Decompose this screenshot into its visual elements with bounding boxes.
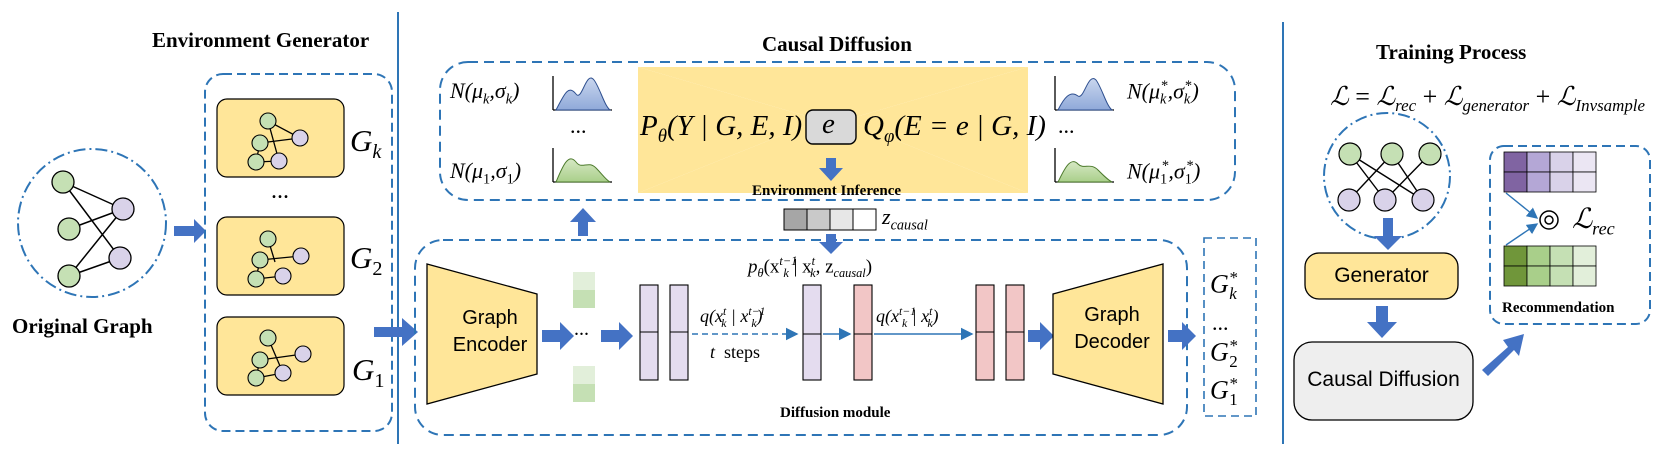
z-causal-bar (783, 208, 877, 231)
original-graph-label: Original Graph (12, 314, 153, 338)
arrow-icon (1028, 322, 1054, 350)
graph-decoder-shape (1052, 263, 1164, 405)
arrow-icon (601, 322, 633, 350)
output-graph-2: G*2 (1210, 336, 1238, 371)
generator-box (1304, 252, 1459, 300)
noisy-columns-1 (639, 284, 689, 381)
e-label: e (822, 108, 835, 140)
output-graphs-box (1203, 237, 1257, 417)
graph-node (57, 217, 81, 241)
graph-label-2: G2 (350, 240, 383, 281)
dot-product-icon (1539, 210, 1559, 230)
p-reverse-label: pθ(xt−1k | xtk, zcausal) (748, 254, 873, 281)
recommendation-label: Recommendation (1502, 300, 1615, 316)
latent-dots: ... (574, 318, 589, 340)
arrow-icon (1168, 322, 1196, 350)
output-dots: ... (1212, 310, 1229, 335)
noisy-column-2 (802, 284, 822, 381)
arrow-icon (819, 234, 843, 254)
denoised-columns-2 (975, 284, 1025, 381)
q-forward-label-1: q(xtk | xt−1k) (700, 305, 766, 330)
env-inference-label: Environment Inference (752, 183, 902, 199)
item-embedding-matrix (1503, 245, 1597, 287)
env-generator-box (204, 73, 393, 432)
diffusion-module-box (414, 239, 1188, 436)
generator-label: Generator (1334, 264, 1429, 287)
denoised-column-1 (853, 284, 873, 381)
t-steps-label: t steps (710, 342, 761, 362)
arrow-icon (1374, 218, 1402, 250)
output-graph-1: G*1 (1210, 374, 1238, 409)
env-generator-title: Environment Generator (152, 28, 370, 52)
dist-label-left-top: N(μk,σk) (450, 78, 520, 108)
dot-arrow (1505, 192, 1539, 219)
graph-node (57, 264, 81, 288)
graph-node (108, 246, 132, 270)
recommendation-box (1489, 145, 1651, 325)
training-graph (1323, 112, 1451, 240)
dist-label-right-top: N(μk*,σk*) (1127, 78, 1199, 108)
dist-dots-right: ... (1058, 113, 1075, 138)
dist-plot-left-bottom (552, 148, 612, 183)
arrow-icon (570, 208, 596, 236)
env-graph-k (216, 98, 345, 178)
latent-column (573, 272, 595, 402)
arrow-icon (1482, 334, 1524, 376)
graph-label-k: Gk (350, 123, 382, 164)
loss-equation: ℒ = ℒrec + ℒgenerator + ℒInvsample (1330, 82, 1645, 116)
env-graph-1 (216, 316, 345, 396)
graph-node (51, 170, 75, 194)
dot-arrow (1505, 223, 1539, 246)
arrow-icon (542, 322, 574, 350)
p-theta-label: Pθ(Y | G, E, I) (640, 110, 803, 147)
dist-label-right-bottom: N(μ1*,σ1*) (1127, 158, 1201, 188)
env-graph-2 (216, 216, 345, 296)
arrow-icon (374, 318, 418, 346)
output-graph-k: G*k (1210, 268, 1238, 303)
graph-node (111, 197, 135, 221)
dist-plot-left-top (552, 76, 612, 111)
q-forward-label-2: q(xt−1k | xtk) (876, 305, 939, 330)
q-phi-label: Qφ(E = e | G, I) (863, 110, 1046, 147)
training-title: Training Process (1376, 40, 1527, 64)
causal-diffusion-box-label: Causal Diffusion (1307, 368, 1460, 391)
graph-encoder-shape (426, 263, 538, 405)
dist-label-left-bottom: N(μ1,σ1) (450, 158, 522, 188)
inference-box (439, 61, 1236, 201)
causal-diffusion-box (1293, 341, 1474, 421)
dist-plot-right-top (1054, 76, 1114, 111)
z-causal-label: zcausal (882, 204, 928, 234)
e-box (805, 109, 857, 145)
arrow-icon (174, 219, 206, 243)
graph-decoder-label: Graph Decoder (1074, 304, 1150, 353)
user-embedding-matrix (1503, 151, 1597, 193)
arrow-icon (819, 158, 843, 181)
graph-label-1: G1 (352, 352, 385, 393)
rec-loss-label: ℒrec (1572, 204, 1615, 239)
dist-plot-right-bottom (1054, 148, 1114, 183)
graph-encoder-label: Graph Encoder (452, 307, 528, 356)
original-graph (17, 148, 167, 298)
dist-dots-left: ... (570, 113, 587, 138)
diffusion-module-label: Diffusion module (780, 405, 891, 421)
arrow-icon (1367, 306, 1397, 338)
graph-ellipsis: ... (271, 178, 289, 204)
causal-diffusion-title: Causal Diffusion (762, 32, 912, 56)
